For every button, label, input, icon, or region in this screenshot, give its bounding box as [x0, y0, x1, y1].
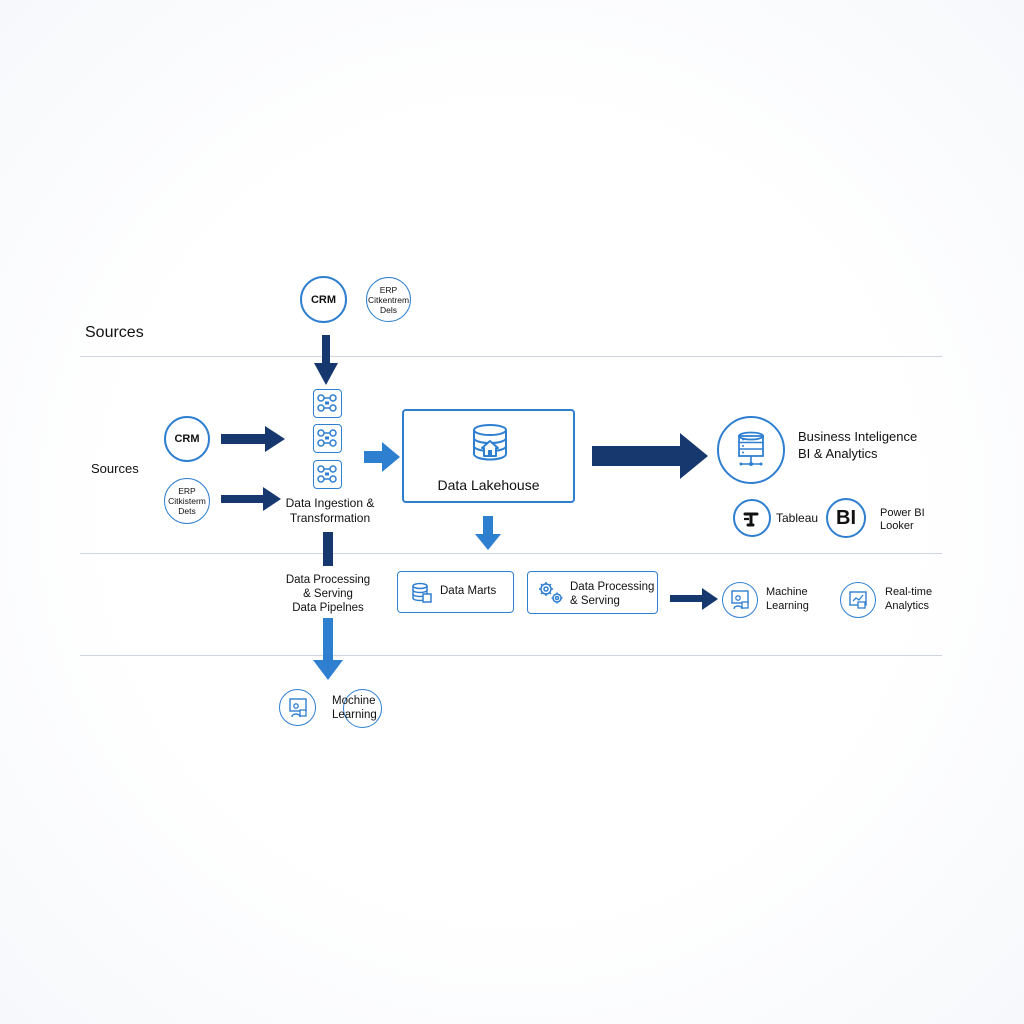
processing-label-line-2: & Serving	[570, 595, 620, 607]
ml-right-label: Machine Learning	[766, 585, 809, 613]
arrow-lakehouse-bi	[592, 433, 708, 479]
powerbi-logo: BI	[836, 506, 856, 529]
ml-bottom-label: Mochine Learning	[332, 694, 377, 722]
divider-top	[80, 356, 942, 357]
ml-bottom-node-back	[343, 689, 382, 728]
divider-middle	[80, 553, 942, 554]
left-crm-node: CRM	[164, 416, 210, 462]
left-erp-line-2: Citkisterm	[168, 496, 206, 506]
powerbi-node: BI	[826, 498, 866, 538]
top-sources-label: Sources	[85, 324, 144, 341]
powerbi-line-1: Power BI	[880, 507, 925, 519]
arrow-lakehouse-down	[475, 516, 501, 550]
pipeline-icon-3	[313, 460, 342, 489]
bi-title-line-2: BI & Analytics	[798, 446, 878, 461]
top-erp-line-2: Citkentrem	[367, 294, 410, 305]
powerbi-label: Power BI Looker	[880, 507, 925, 533]
chart-screen-icon	[849, 591, 867, 609]
data-marts-label: Data Marts	[440, 585, 497, 597]
top-crm-node: CRM	[300, 276, 347, 323]
left-sources-label: Sources	[91, 461, 139, 476]
pipelines-label-line-3: Data Pipelnes	[292, 602, 364, 614]
processing-label: Data Processing & Serving	[570, 580, 654, 608]
left-crm-label: CRM	[174, 433, 200, 445]
powerbi-line-2: Looker	[880, 520, 914, 532]
top-erp-line-3: Dels	[379, 304, 397, 315]
realtime-line-1: Real-time	[885, 586, 933, 598]
realtime-label: Real-time Analytics	[885, 585, 932, 613]
ingestion-label-line-1: Data Ingestion &	[285, 496, 375, 510]
top-erp-node: ERP Citkentrem Dels	[366, 277, 411, 322]
pipeline-icon-1	[313, 389, 342, 418]
pipeline-node-icon	[317, 429, 337, 447]
person-screen-icon	[288, 697, 307, 717]
pipeline-icon-2	[313, 424, 342, 453]
server-icon	[738, 431, 764, 466]
database-icon	[412, 582, 432, 603]
arrow-ingestion-lakehouse	[364, 442, 400, 472]
data-lakehouse-box: Data Lakehouse	[402, 409, 575, 503]
tableau-label: Tableau	[776, 511, 819, 525]
bi-title: Business Inteligence BI & Analytics	[798, 428, 917, 462]
arrow-pipelines-down	[313, 618, 343, 680]
ml-right-line-2: Learning	[766, 600, 809, 612]
ingestion-label: Data Ingestion & Transformation	[278, 496, 382, 526]
bi-node	[717, 416, 785, 484]
left-erp-line-1: ERP	[178, 486, 196, 496]
pipelines-label-line-1: Data Processing	[285, 574, 371, 586]
data-marts-box: Data Marts	[397, 571, 514, 613]
realtime-line-2: Analytics	[885, 600, 930, 612]
pipelines-label-line-2: & Serving	[303, 588, 353, 600]
ml-bottom-line-1: Mochine	[332, 695, 376, 707]
pipeline-node-icon	[317, 465, 337, 483]
top-crm-label: CRM	[310, 293, 337, 306]
arrow-crm-down	[314, 335, 338, 385]
ml-right-line-1: Machine	[766, 586, 808, 598]
divider-bottom	[80, 655, 942, 656]
top-erp-line-1: ERP	[379, 284, 398, 295]
left-erp-line-3: Dets	[178, 506, 196, 516]
bi-title-line-1: Business Inteligence	[798, 429, 918, 444]
pipeline-connector-upper	[323, 532, 333, 566]
tableau-icon	[743, 512, 759, 527]
processing-box: Data Processing & Serving	[527, 571, 658, 614]
pipeline-node-icon	[317, 394, 337, 412]
pipelines-label: Data Processing & Serving Data Pipelnes	[272, 573, 384, 615]
left-erp-node: ERP Citkisterm Dets	[164, 478, 210, 524]
ml-right-node	[722, 582, 758, 618]
gear-icon	[539, 582, 563, 604]
data-lakehouse-label: Data Lakehouse	[437, 477, 540, 493]
arrow-erp-right	[221, 487, 281, 511]
person-screen-icon	[731, 590, 749, 610]
ingestion-label-line-2: Transformation	[289, 511, 371, 525]
realtime-node	[840, 582, 876, 618]
arrow-crm-right	[221, 426, 285, 452]
arrow-processing-ml	[670, 588, 718, 610]
database-home-icon	[473, 424, 507, 461]
tableau-node	[733, 499, 771, 537]
ml-bottom-line-2: Learning	[332, 709, 377, 721]
processing-label-line-1: Data Processing	[570, 581, 655, 593]
ml-bottom-node	[279, 689, 316, 726]
